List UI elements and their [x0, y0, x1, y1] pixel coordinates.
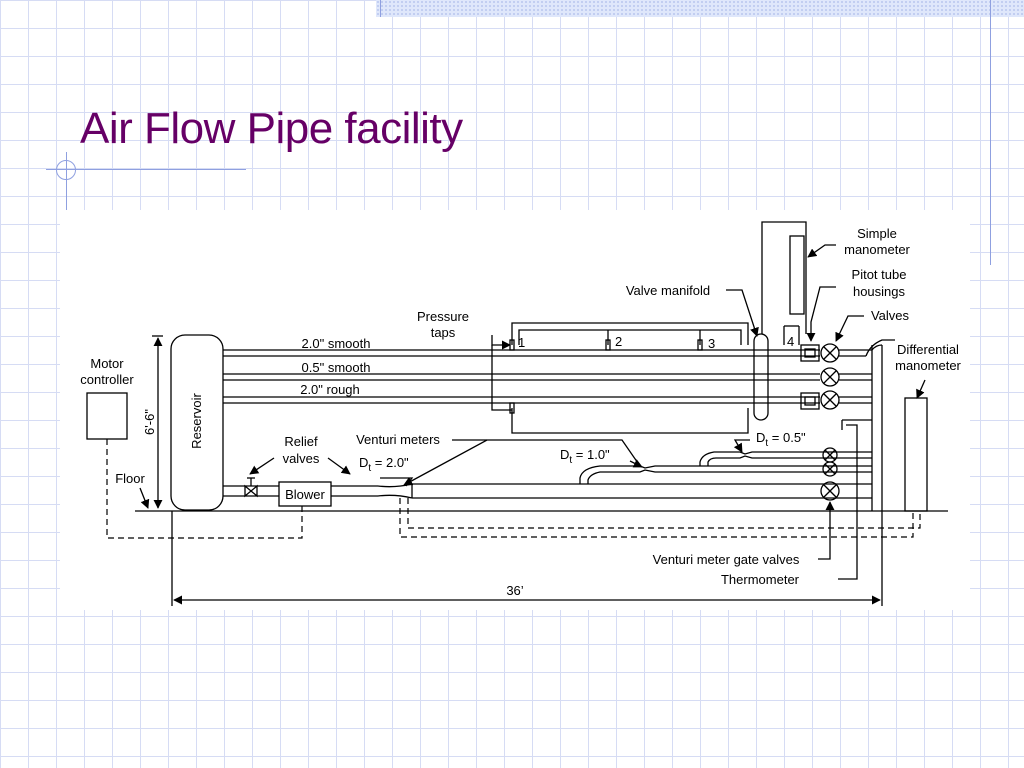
pipe-label-1: 2.0" smooth: [302, 336, 371, 351]
label-thermometer: Thermometer: [721, 572, 800, 587]
svg-text:taps: taps: [431, 325, 456, 340]
pipe-label-3: 2.0" rough: [300, 382, 360, 397]
svg-text:manometer: manometer: [844, 242, 910, 257]
tap-3: 3: [708, 336, 715, 351]
gate-valve-3: [820, 481, 840, 501]
label-relief-valves: Relief: [284, 434, 318, 449]
label-pressure-taps: Pressure: [417, 309, 469, 324]
label-blower: Blower: [285, 487, 325, 502]
valve-1: [820, 343, 840, 363]
svg-text:controller: controller: [80, 372, 134, 387]
reservoir: [170, 334, 224, 511]
air-flow-diagram: Simple manometer Pitot tube housings Val…: [60, 210, 970, 610]
label-valve-manifold: Valve manifold: [626, 283, 710, 298]
tap-1: 1: [518, 335, 525, 350]
title-underline: [46, 169, 246, 170]
gate-valve-2: [822, 461, 838, 477]
tap-2: 2: [615, 334, 622, 349]
label-length: 36’: [506, 583, 523, 598]
label-height: 6'-6": [142, 409, 157, 435]
label-valves: Valves: [871, 308, 910, 323]
blower: [278, 481, 332, 507]
label-floor: Floor: [115, 471, 145, 486]
svg-text:manometer: manometer: [895, 358, 961, 373]
label-differential-manometer: Differential: [897, 342, 959, 357]
label-gate-valves: Venturi meter gate valves: [653, 552, 800, 567]
valve-2: [820, 367, 840, 387]
decor-right-rule: [990, 0, 991, 265]
decor-top-rule: [380, 0, 381, 17]
label-simple-manometer: Simple: [857, 226, 897, 241]
venturi-2in: [377, 483, 413, 499]
pitot-housing-1: [800, 344, 820, 362]
relief-valve: [244, 477, 258, 498]
label-dt-1: Dt = 1.0": [560, 447, 610, 466]
header-decor-band: [376, 0, 1024, 17]
label-venturi-meters: Venturi meters: [356, 432, 440, 447]
motor-controller: [86, 392, 128, 440]
label-dt-2: Dt = 2.0": [359, 455, 409, 474]
label-motor-controller: Motor: [90, 356, 124, 371]
valve-3: [820, 390, 840, 410]
svg-text:housings: housings: [853, 284, 906, 299]
valve-manifold: [753, 333, 769, 421]
label-dt-05: Dt = 0.5": [756, 430, 806, 449]
simple-manometer: [789, 235, 805, 315]
tap-4: 4: [787, 334, 794, 349]
gate-valve-1: [822, 447, 838, 463]
label-reservoir: Reservoir: [189, 393, 204, 449]
title-decor-vrule: [66, 152, 67, 252]
diagram-svg: Simple manometer Pitot tube housings Val…: [80, 221, 962, 606]
pipe-label-2: 0.5" smooth: [302, 360, 371, 375]
slide-title: Air Flow Pipe facility: [80, 104, 463, 153]
title-decor-circle: [56, 160, 76, 180]
differential-manometer: [904, 397, 928, 512]
simple-manometer-frame: [761, 221, 807, 334]
svg-text:valves: valves: [283, 451, 320, 466]
pitot-housing-2: [800, 392, 820, 410]
label-pitot: Pitot tube: [852, 267, 907, 282]
